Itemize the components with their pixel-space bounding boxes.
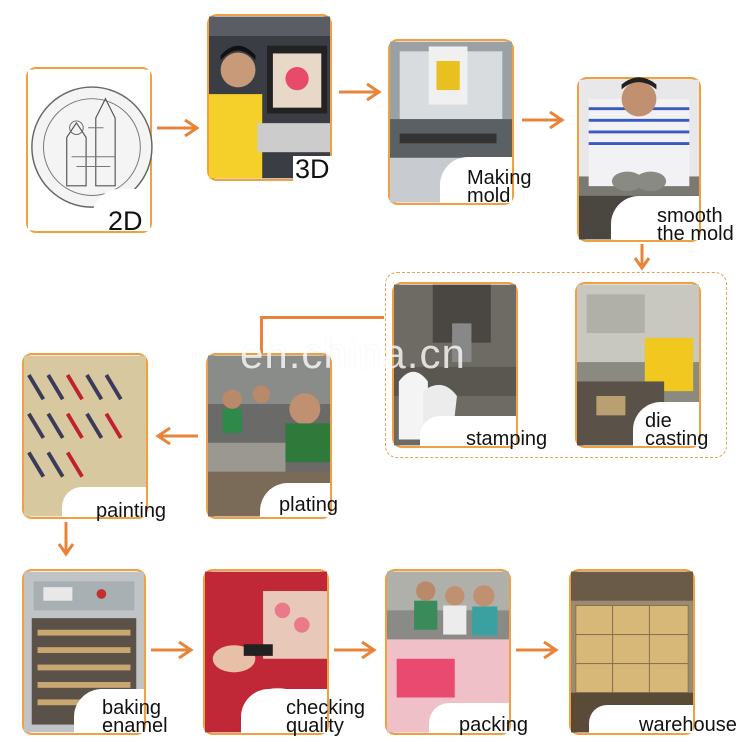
step-plating: plating bbox=[206, 353, 338, 519]
arrow-down-icon bbox=[57, 522, 75, 557]
label-painting: painting bbox=[96, 500, 167, 522]
connector-line-horizontal bbox=[260, 316, 384, 319]
step-making-mold: Making mold bbox=[388, 39, 531, 207]
label-baking: baking bbox=[102, 697, 161, 719]
label-enamel: enamel bbox=[102, 715, 168, 737]
stamping-diecasting-group bbox=[385, 272, 727, 458]
label-smooth: smooth bbox=[657, 205, 723, 227]
step-stamping: stamping bbox=[392, 282, 547, 449]
label-mold: mold bbox=[467, 185, 511, 207]
label-die: die bbox=[645, 410, 672, 432]
label-casting: casting bbox=[645, 428, 709, 450]
arrow-right-icon bbox=[522, 110, 565, 130]
step-3d: 3D bbox=[207, 14, 332, 184]
step-warehouse: warehouse bbox=[569, 569, 737, 735]
label-checking: checking bbox=[286, 697, 365, 719]
worker-computer-image bbox=[209, 16, 330, 179]
step-smooth-mold: smooth the mold bbox=[577, 77, 734, 244]
label-stamping: stamping bbox=[466, 428, 548, 450]
arrow-down-icon bbox=[633, 244, 651, 271]
arrow-right-icon bbox=[334, 640, 377, 660]
label-the-mold: the mold bbox=[657, 223, 734, 245]
label-making: Making bbox=[467, 167, 532, 189]
label-warehouse: warehouse bbox=[639, 714, 737, 736]
arrow-right-icon bbox=[157, 118, 200, 138]
arrow-right-icon bbox=[516, 640, 559, 660]
step-packing: packing bbox=[385, 569, 528, 735]
arrow-left-icon bbox=[155, 426, 198, 446]
arrow-right-icon bbox=[151, 640, 194, 660]
step-baking-enamel: baking enamel bbox=[22, 569, 168, 736]
step-2d: 2D bbox=[26, 67, 153, 236]
label-quality: quality bbox=[286, 715, 344, 737]
step-painting: painting bbox=[22, 353, 166, 521]
label-plating: plating bbox=[279, 494, 338, 516]
warehouse-boxes-image bbox=[571, 571, 693, 733]
label-packing: packing bbox=[459, 714, 528, 736]
label-2d: 2D bbox=[108, 206, 143, 236]
connector-line-vertical bbox=[260, 316, 263, 376]
arrow-right-icon bbox=[339, 82, 382, 102]
label-3d: 3D bbox=[293, 154, 332, 184]
watermark: en.china.cn bbox=[240, 330, 466, 377]
step-checking-quality: checking quality bbox=[203, 569, 365, 736]
step-die-casting: die casting bbox=[575, 282, 708, 449]
